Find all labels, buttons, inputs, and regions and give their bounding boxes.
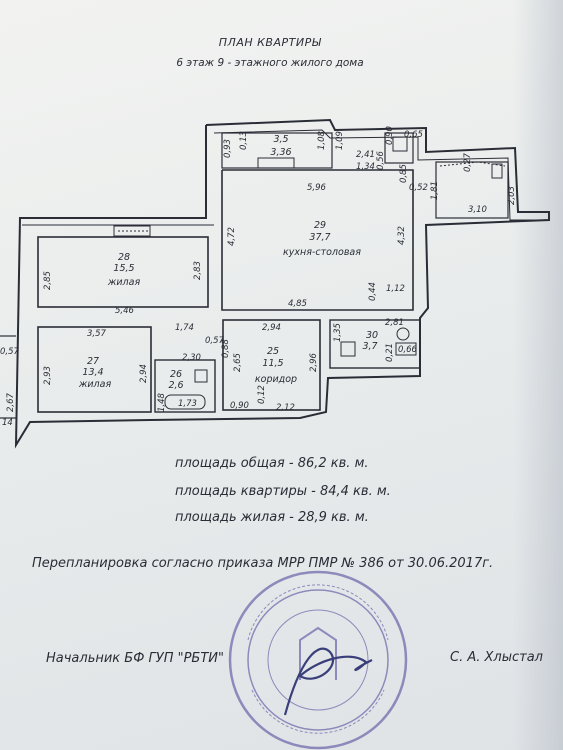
dim-label: 0,93 xyxy=(223,139,233,158)
plan-walls xyxy=(0,118,550,449)
dim-label: 2,03 xyxy=(507,186,517,205)
room-labels: 28 15,5 жилая 29 37,7 кухня-столовая 27 … xyxy=(78,134,378,391)
area-apartment: площадь квартиры - 84,4 кв. м. xyxy=(175,484,391,499)
area-living: площадь жилая - 28,9 кв. м. xyxy=(175,510,369,525)
dim-label: 2,41 xyxy=(356,150,375,160)
paper-fold-shadow xyxy=(513,0,563,750)
room-27-area: 13,4 xyxy=(82,367,103,378)
dim-label: 0,52 xyxy=(409,183,428,193)
room-27-name: жилая xyxy=(78,379,112,390)
dim-label: 1,74 xyxy=(175,323,194,333)
room-35-number: 3,5 xyxy=(273,134,288,145)
dim-label: 2,65 xyxy=(233,353,243,372)
dim-label: 2,12 xyxy=(276,403,295,413)
dimension-labels: 0,93 0,13 1,08 1,09 2,41 1,34 0,56 0,90 … xyxy=(0,126,517,428)
dim-label: 4,85 xyxy=(288,299,307,309)
dim-label: 0,27 xyxy=(463,152,473,172)
room-30-area: 3,7 xyxy=(362,341,377,352)
dim-label: 4,32 xyxy=(397,226,407,245)
dim-label: 0,44 xyxy=(368,282,378,301)
signatory-name: С. А. Хлыстал xyxy=(450,650,543,665)
stamp-seal xyxy=(228,570,408,750)
dim-label: 2,94 xyxy=(262,323,281,333)
dim-label: 1,08 xyxy=(317,130,327,150)
dim-label: 1,48 xyxy=(157,392,167,412)
signatory-position: Начальник БФ ГУП "РБТИ" xyxy=(46,651,224,666)
dim-label: 1,81 xyxy=(430,181,440,200)
dim-label: 0,56 xyxy=(376,150,386,170)
dim-label: 0,13 xyxy=(239,131,249,150)
room-28-area: 15,5 xyxy=(113,263,134,274)
plan-subtitle: 6 этаж 9 - этажного жилого дома xyxy=(176,57,364,69)
room-26-area: 2,6 xyxy=(168,380,183,391)
dim-label: 0,21 xyxy=(385,343,395,362)
room-29-number: 29 xyxy=(314,220,326,231)
dim-label: 1,12 xyxy=(386,284,405,294)
dim-label: 1,35 xyxy=(333,323,343,342)
room-26-number: 26 xyxy=(170,369,182,380)
dim-label: 3,10 xyxy=(468,205,487,215)
room-28-number: 28 xyxy=(118,252,130,263)
dim-label: 0,66 xyxy=(398,345,418,355)
dim-label: 2,83 xyxy=(193,261,203,280)
plan-fixtures xyxy=(113,136,506,410)
dim-label: 2,67 xyxy=(6,392,16,412)
dim-label: 2,81 xyxy=(385,318,404,328)
dim-label: 0,90 xyxy=(230,401,249,411)
room-28-name: жилая xyxy=(107,277,141,288)
room-30-number: 30 xyxy=(366,330,378,341)
dim-label: 1,73 xyxy=(178,399,197,409)
room-25-area: 11,5 xyxy=(262,358,283,369)
dim-label: 0,12 xyxy=(257,385,267,404)
dim-label: 0,65 xyxy=(404,130,423,140)
dim-label: 0,90 xyxy=(385,126,395,145)
room-29-area: 37,7 xyxy=(309,232,330,243)
dim-label: 5,96 xyxy=(307,183,327,193)
room-35-area: 3,36 xyxy=(270,147,291,158)
area-total: площадь общая - 86,2 кв. м. xyxy=(175,456,369,471)
dim-label: 0,57 xyxy=(205,336,225,346)
dim-label: 14 xyxy=(2,418,13,428)
dim-label: 1,09 xyxy=(335,131,345,150)
dim-label: 4,72 xyxy=(227,227,237,246)
room-25-name: коридор xyxy=(255,374,297,385)
dim-label: 2,96 xyxy=(309,352,319,372)
room-27-number: 27 xyxy=(87,356,99,367)
dim-label: 2,93 xyxy=(43,366,53,385)
dim-label: 0,85 xyxy=(399,164,409,183)
room-25-number: 25 xyxy=(267,346,279,357)
room-29-name: кухня-столовая xyxy=(283,247,361,258)
dim-label: 0,57 xyxy=(0,347,20,357)
replanning-note: Перепланировка согласно приказа МРР ПМР … xyxy=(32,556,494,571)
dim-label: 0,88 xyxy=(221,338,231,358)
dim-label: 2,30 xyxy=(182,353,201,363)
dim-label: 1,34 xyxy=(356,162,375,172)
dim-label: 3,57 xyxy=(87,329,107,339)
plan-title: ПЛАН КВАРТИРЫ xyxy=(218,36,322,49)
dim-label: 2,85 xyxy=(43,271,53,290)
dim-label: 5,46 xyxy=(115,306,135,316)
dim-label: 2,94 xyxy=(139,364,149,383)
signature-scribble xyxy=(283,647,373,716)
